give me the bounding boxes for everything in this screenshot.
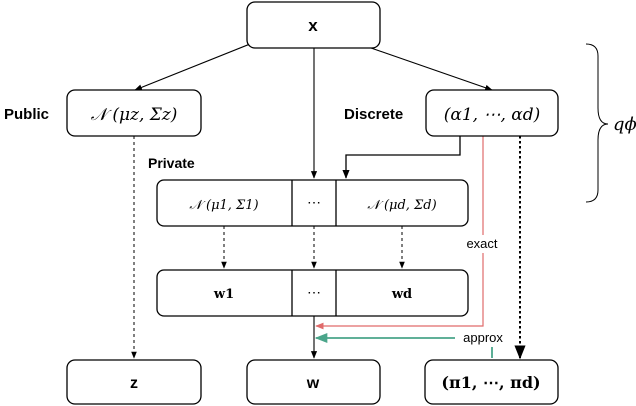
node-w-row-box <box>156 269 469 317</box>
label-private: Private <box>148 155 195 171</box>
label-exact-bg <box>462 235 502 253</box>
node-public-box <box>66 89 202 137</box>
node-private-dist-1: 𝒩 (μ1, Σ1) <box>189 198 258 213</box>
node-w: w <box>306 375 320 392</box>
label-q-phi: qϕ <box>613 114 636 135</box>
node-private-box <box>156 179 469 227</box>
node-z-box <box>66 359 202 405</box>
label-discrete: Discrete <box>344 106 403 123</box>
node-w-box <box>246 359 381 405</box>
q-phi-brace <box>585 43 609 203</box>
node-private-ellipsis: ⋯ <box>307 195 321 211</box>
edge-exact <box>315 136 484 330</box>
label-public: Public <box>4 106 49 123</box>
node-x-box <box>246 1 381 49</box>
node-private-dist-d: 𝒩 (μd, Σd) <box>367 198 436 213</box>
node-discrete-box <box>425 89 559 137</box>
node-w-ellipsis: ⋯ <box>307 285 321 301</box>
node-pi-box <box>424 359 559 405</box>
label-approx: approx <box>463 330 503 345</box>
node-public-dist: 𝒩 (μz, Σz) <box>91 105 178 125</box>
node-z: z <box>130 375 138 392</box>
node-pi: (π1, ⋯, πd) <box>441 373 540 392</box>
node-wd: wd <box>391 287 412 302</box>
node-w1: w1 <box>213 287 234 302</box>
edge-discrete-to-private <box>342 136 461 179</box>
edge-x-to-public <box>134 39 261 91</box>
label-exact: exact <box>466 236 497 251</box>
label-approx-bg <box>455 329 511 347</box>
node-discrete-dist: (α1, ⋯, αd) <box>444 105 541 125</box>
node-x: x <box>308 16 318 35</box>
